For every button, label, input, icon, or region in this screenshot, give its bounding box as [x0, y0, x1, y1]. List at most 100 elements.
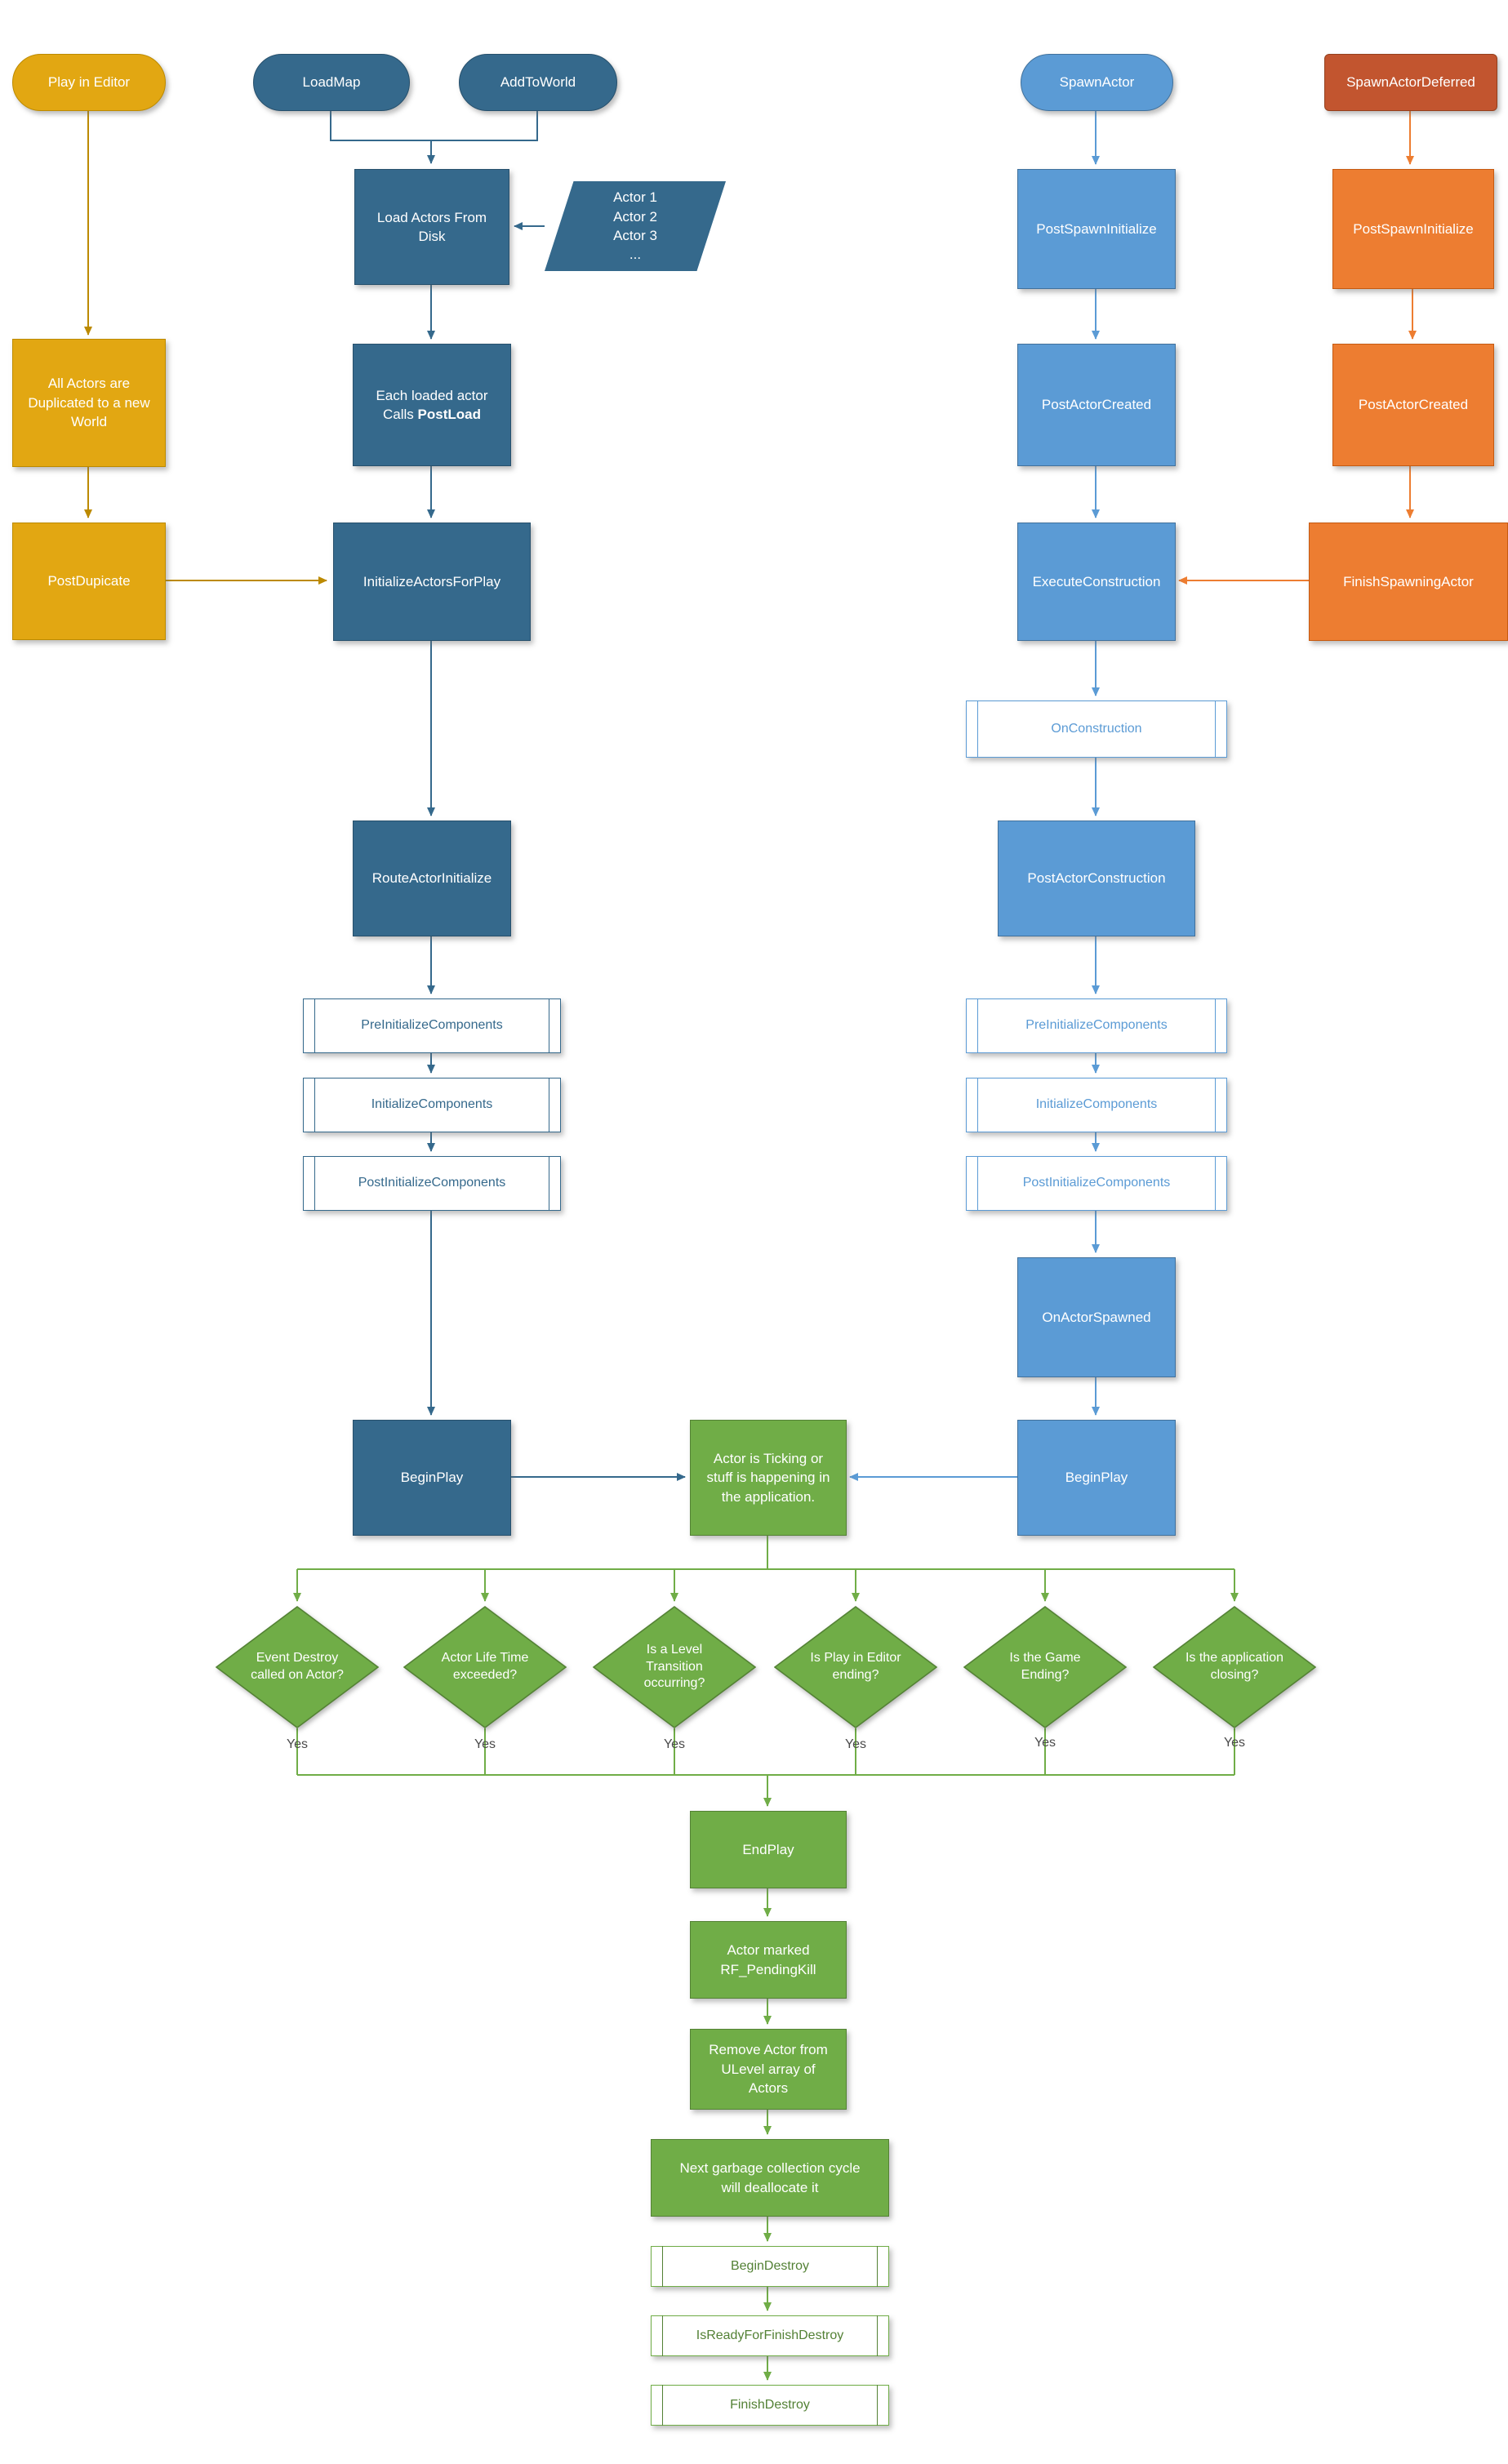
node-post-initialize-components-left: PostInitializeComponents — [303, 1156, 561, 1211]
node-post-actor-created-blue: PostActorCreated — [1017, 344, 1176, 466]
diamond-shape — [216, 1606, 379, 1728]
node-spawn-actor: SpawnActor — [1021, 54, 1173, 111]
label-yes-2: Yes — [474, 1737, 496, 1751]
node-label: InitializeComponents — [371, 1097, 493, 1112]
decision-label: Is a Level Transition occurring? — [643, 1642, 705, 1691]
node-on-actor-spawned: OnActorSpawned — [1017, 1257, 1176, 1377]
node-remove-actor: Remove Actor from ULevel array of Actors — [690, 2029, 847, 2110]
diamond-shape — [774, 1606, 937, 1728]
decision-application-closing: Is the application closing? — [1153, 1606, 1316, 1728]
node-label: OnActorSpawned — [1042, 1309, 1151, 1325]
node-load-actors-from-disk: Load Actors From Disk — [354, 169, 509, 285]
node-label: PostInitializeComponents — [358, 1176, 506, 1190]
node-finish-destroy: FinishDestroy — [651, 2385, 889, 2426]
node-post-dupicate: PostDupicate — [12, 523, 166, 640]
node-initialize-components-left: InitializeComponents — [303, 1078, 561, 1132]
decision-label: Is the Game Ending? — [1009, 1651, 1081, 1682]
node-post-spawn-initialize-orange: PostSpawnInitialize — [1332, 169, 1494, 289]
node-label-line1: Each loaded actor — [376, 387, 488, 403]
node-pre-initialize-components-right: PreInitializeComponents — [966, 998, 1227, 1053]
node-label: RouteActorInitialize — [371, 870, 492, 887]
node-begin-play-right: BeginPlay — [1017, 1420, 1176, 1536]
node-label: FinishDestroy — [730, 2397, 810, 2412]
node-label: PostActorConstruction — [1027, 870, 1166, 887]
node-label-line2: Calls — [383, 407, 418, 422]
node-load-map: LoadMap — [253, 54, 410, 111]
decision-label: Is Play in Editor ending? — [810, 1651, 901, 1682]
decision-game-ending: Is the Game Ending? — [963, 1606, 1127, 1728]
node-label: PostSpawnInitialize — [1036, 220, 1157, 237]
node-post-spawn-initialize-blue: PostSpawnInitialize — [1017, 169, 1176, 289]
node-finish-spawning-actor: FinishSpawningActor — [1309, 523, 1508, 641]
node-on-construction: OnConstruction — [966, 701, 1227, 758]
decision-level-transition: Is a Level Transition occurring? — [593, 1606, 756, 1728]
node-label: ExecuteConstruction — [1032, 573, 1161, 589]
node-spawn-actor-deferred: SpawnActorDeferred — [1324, 54, 1497, 111]
node-label: AddToWorld — [500, 74, 576, 91]
node-label: FinishSpawningActor — [1343, 573, 1474, 589]
label-yes-4: Yes — [844, 1737, 867, 1751]
node-begin-destroy: BeginDestroy — [651, 2246, 889, 2287]
label-yes-6: Yes — [1223, 1736, 1246, 1750]
node-end-play: EndPlay — [690, 1811, 847, 1888]
decision-pie-ending: Is Play in Editor ending? — [774, 1606, 937, 1728]
node-label: PostSpawnInitialize — [1353, 220, 1474, 237]
node-label: PostDupicate — [47, 573, 131, 589]
node-post-initialize-components-right: PostInitializeComponents — [966, 1156, 1227, 1211]
decision-life-time-exceeded: Actor Life Time exceeded? — [403, 1606, 567, 1728]
node-label: Remove Actor from ULevel array of Actors — [709, 2042, 828, 2097]
diamond-shape — [593, 1606, 756, 1728]
node-route-actor-initialize: RouteActorInitialize — [353, 821, 511, 936]
node-actor-list: Actor 1 Actor 2 Actor 3 ... — [545, 181, 726, 271]
decision-event-destroy: Event Destroy called on Actor? — [216, 1606, 379, 1728]
node-label: BeginPlay — [1065, 1470, 1128, 1486]
node-label: Actor marked RF_PendingKill — [720, 1942, 816, 1977]
node-label: Load Actors From Disk — [376, 209, 487, 244]
diamond-shape — [963, 1606, 1127, 1728]
diamond-shape — [403, 1606, 567, 1728]
node-label: PreInitializeComponents — [361, 1018, 503, 1033]
node-label: SpawnActorDeferred — [1346, 74, 1475, 91]
node-label: LoadMap — [302, 74, 361, 91]
decision-label: Is the application closing? — [1185, 1651, 1284, 1682]
diamond-shape — [1153, 1606, 1316, 1728]
node-actor-marked-pending-kill: Actor marked RF_PendingKill — [690, 1921, 847, 1999]
node-label: All Actors are Duplicated to a new World — [28, 376, 150, 430]
node-label: BeginPlay — [400, 1470, 464, 1486]
node-initialize-components-right: InitializeComponents — [966, 1078, 1227, 1132]
node-post-actor-construction: PostActorConstruction — [998, 821, 1195, 936]
node-is-ready-for-finish-destroy: IsReadyForFinishDestroy — [651, 2315, 889, 2356]
node-post-actor-created-orange: PostActorCreated — [1332, 344, 1494, 466]
node-play-in-editor: Play in Editor — [12, 54, 166, 111]
node-label: PostActorCreated — [1041, 397, 1152, 413]
node-label: InitializeActorsForPlay — [363, 573, 501, 589]
node-label: Play in Editor — [47, 74, 131, 91]
node-add-to-world: AddToWorld — [459, 54, 617, 111]
node-pre-initialize-components-left: PreInitializeComponents — [303, 998, 561, 1053]
node-label-bold: PostLoad — [417, 407, 481, 422]
node-label: PostActorCreated — [1358, 397, 1469, 413]
node-next-garbage-collection: Next garbage collection cycle will deall… — [651, 2139, 889, 2217]
node-label: EndPlay — [742, 1841, 794, 1857]
node-label: Actor is Ticking or stuff is happening i… — [706, 1450, 830, 1505]
node-label: PreInitializeComponents — [1025, 1018, 1168, 1033]
label-yes-5: Yes — [1034, 1736, 1056, 1750]
node-all-actors-duplicated: All Actors are Duplicated to a new World — [12, 339, 166, 467]
node-label: Next garbage collection cycle will deall… — [679, 2160, 861, 2195]
decision-label: Actor Life Time exceeded? — [441, 1651, 529, 1682]
node-label: PostInitializeComponents — [1022, 1176, 1171, 1190]
node-execute-construction: ExecuteConstruction — [1017, 523, 1176, 641]
node-initialize-actors-for-play: InitializeActorsForPlay — [333, 523, 531, 641]
node-actor-ticking: Actor is Ticking or stuff is happening i… — [690, 1420, 847, 1536]
decision-label: Event Destroy called on Actor? — [251, 1651, 344, 1682]
node-label: SpawnActor — [1059, 74, 1135, 91]
node-label: IsReadyForFinishDestroy — [696, 2328, 844, 2342]
node-begin-play-left: BeginPlay — [353, 1420, 511, 1536]
node-label: Actor 1 Actor 2 Actor 3 ... — [613, 189, 657, 263]
node-label: OnConstruction — [1051, 721, 1142, 736]
node-label: InitializeComponents — [1035, 1097, 1158, 1112]
label-yes-1: Yes — [286, 1737, 309, 1751]
